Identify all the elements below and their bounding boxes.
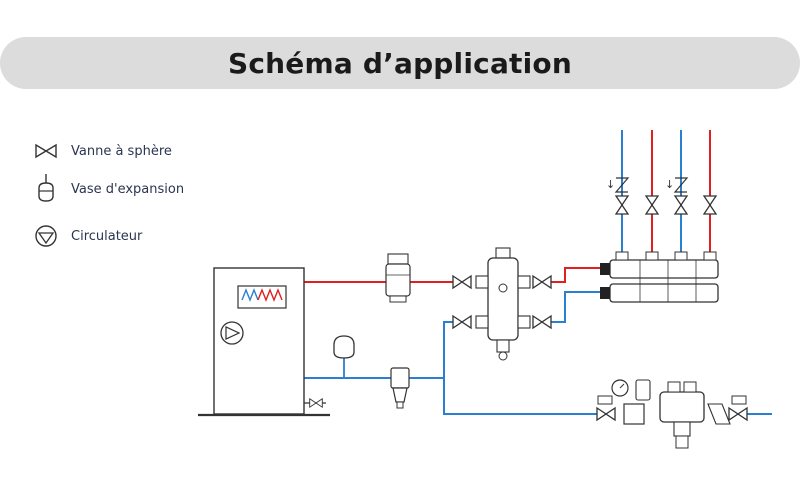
page-title: Schéma d’application — [227, 46, 572, 80]
hot-supply-pipe — [287, 281, 455, 286]
filling-unit — [596, 379, 748, 449]
hydraulic-separator — [475, 247, 531, 361]
boiler — [198, 267, 330, 417]
heat-exchanger — [237, 285, 287, 309]
legend-item-circulator: Circulateur — [33, 223, 142, 249]
title-banner: Schéma d’application — [0, 37, 800, 89]
boiler-circulator-icon — [220, 321, 244, 345]
circulator-pump-icon — [35, 225, 57, 247]
ball-valve — [532, 275, 552, 289]
dirt-filter — [390, 367, 410, 409]
hot-supply-pipe-to-manifold — [545, 267, 610, 283]
legend-label: Circulateur — [71, 228, 143, 244]
riser-fittings: ↓ ↓ — [606, 177, 717, 215]
ball-valve — [452, 315, 472, 329]
svg-text:↓: ↓ — [606, 178, 615, 191]
cold-return-pipe-from-manifold — [545, 291, 610, 323]
expansion-vessel — [333, 335, 355, 359]
expansion-vessel-icon — [38, 174, 54, 202]
legend-item-ball-valve: Vanne à sphère — [33, 138, 172, 164]
ball-valve — [532, 315, 552, 329]
ball-valve-icon — [35, 143, 57, 159]
legend-item-expansion-vessel: Vase d'expansion — [33, 174, 184, 204]
air-separator — [385, 253, 411, 303]
legend-label: Vanne à sphère — [71, 143, 172, 159]
ball-valve — [452, 275, 472, 289]
manifold — [600, 251, 719, 303]
legend-label: Vase d'expansion — [71, 181, 185, 197]
svg-text:↓: ↓ — [665, 178, 674, 191]
cold-feed-pipe — [443, 378, 598, 415]
